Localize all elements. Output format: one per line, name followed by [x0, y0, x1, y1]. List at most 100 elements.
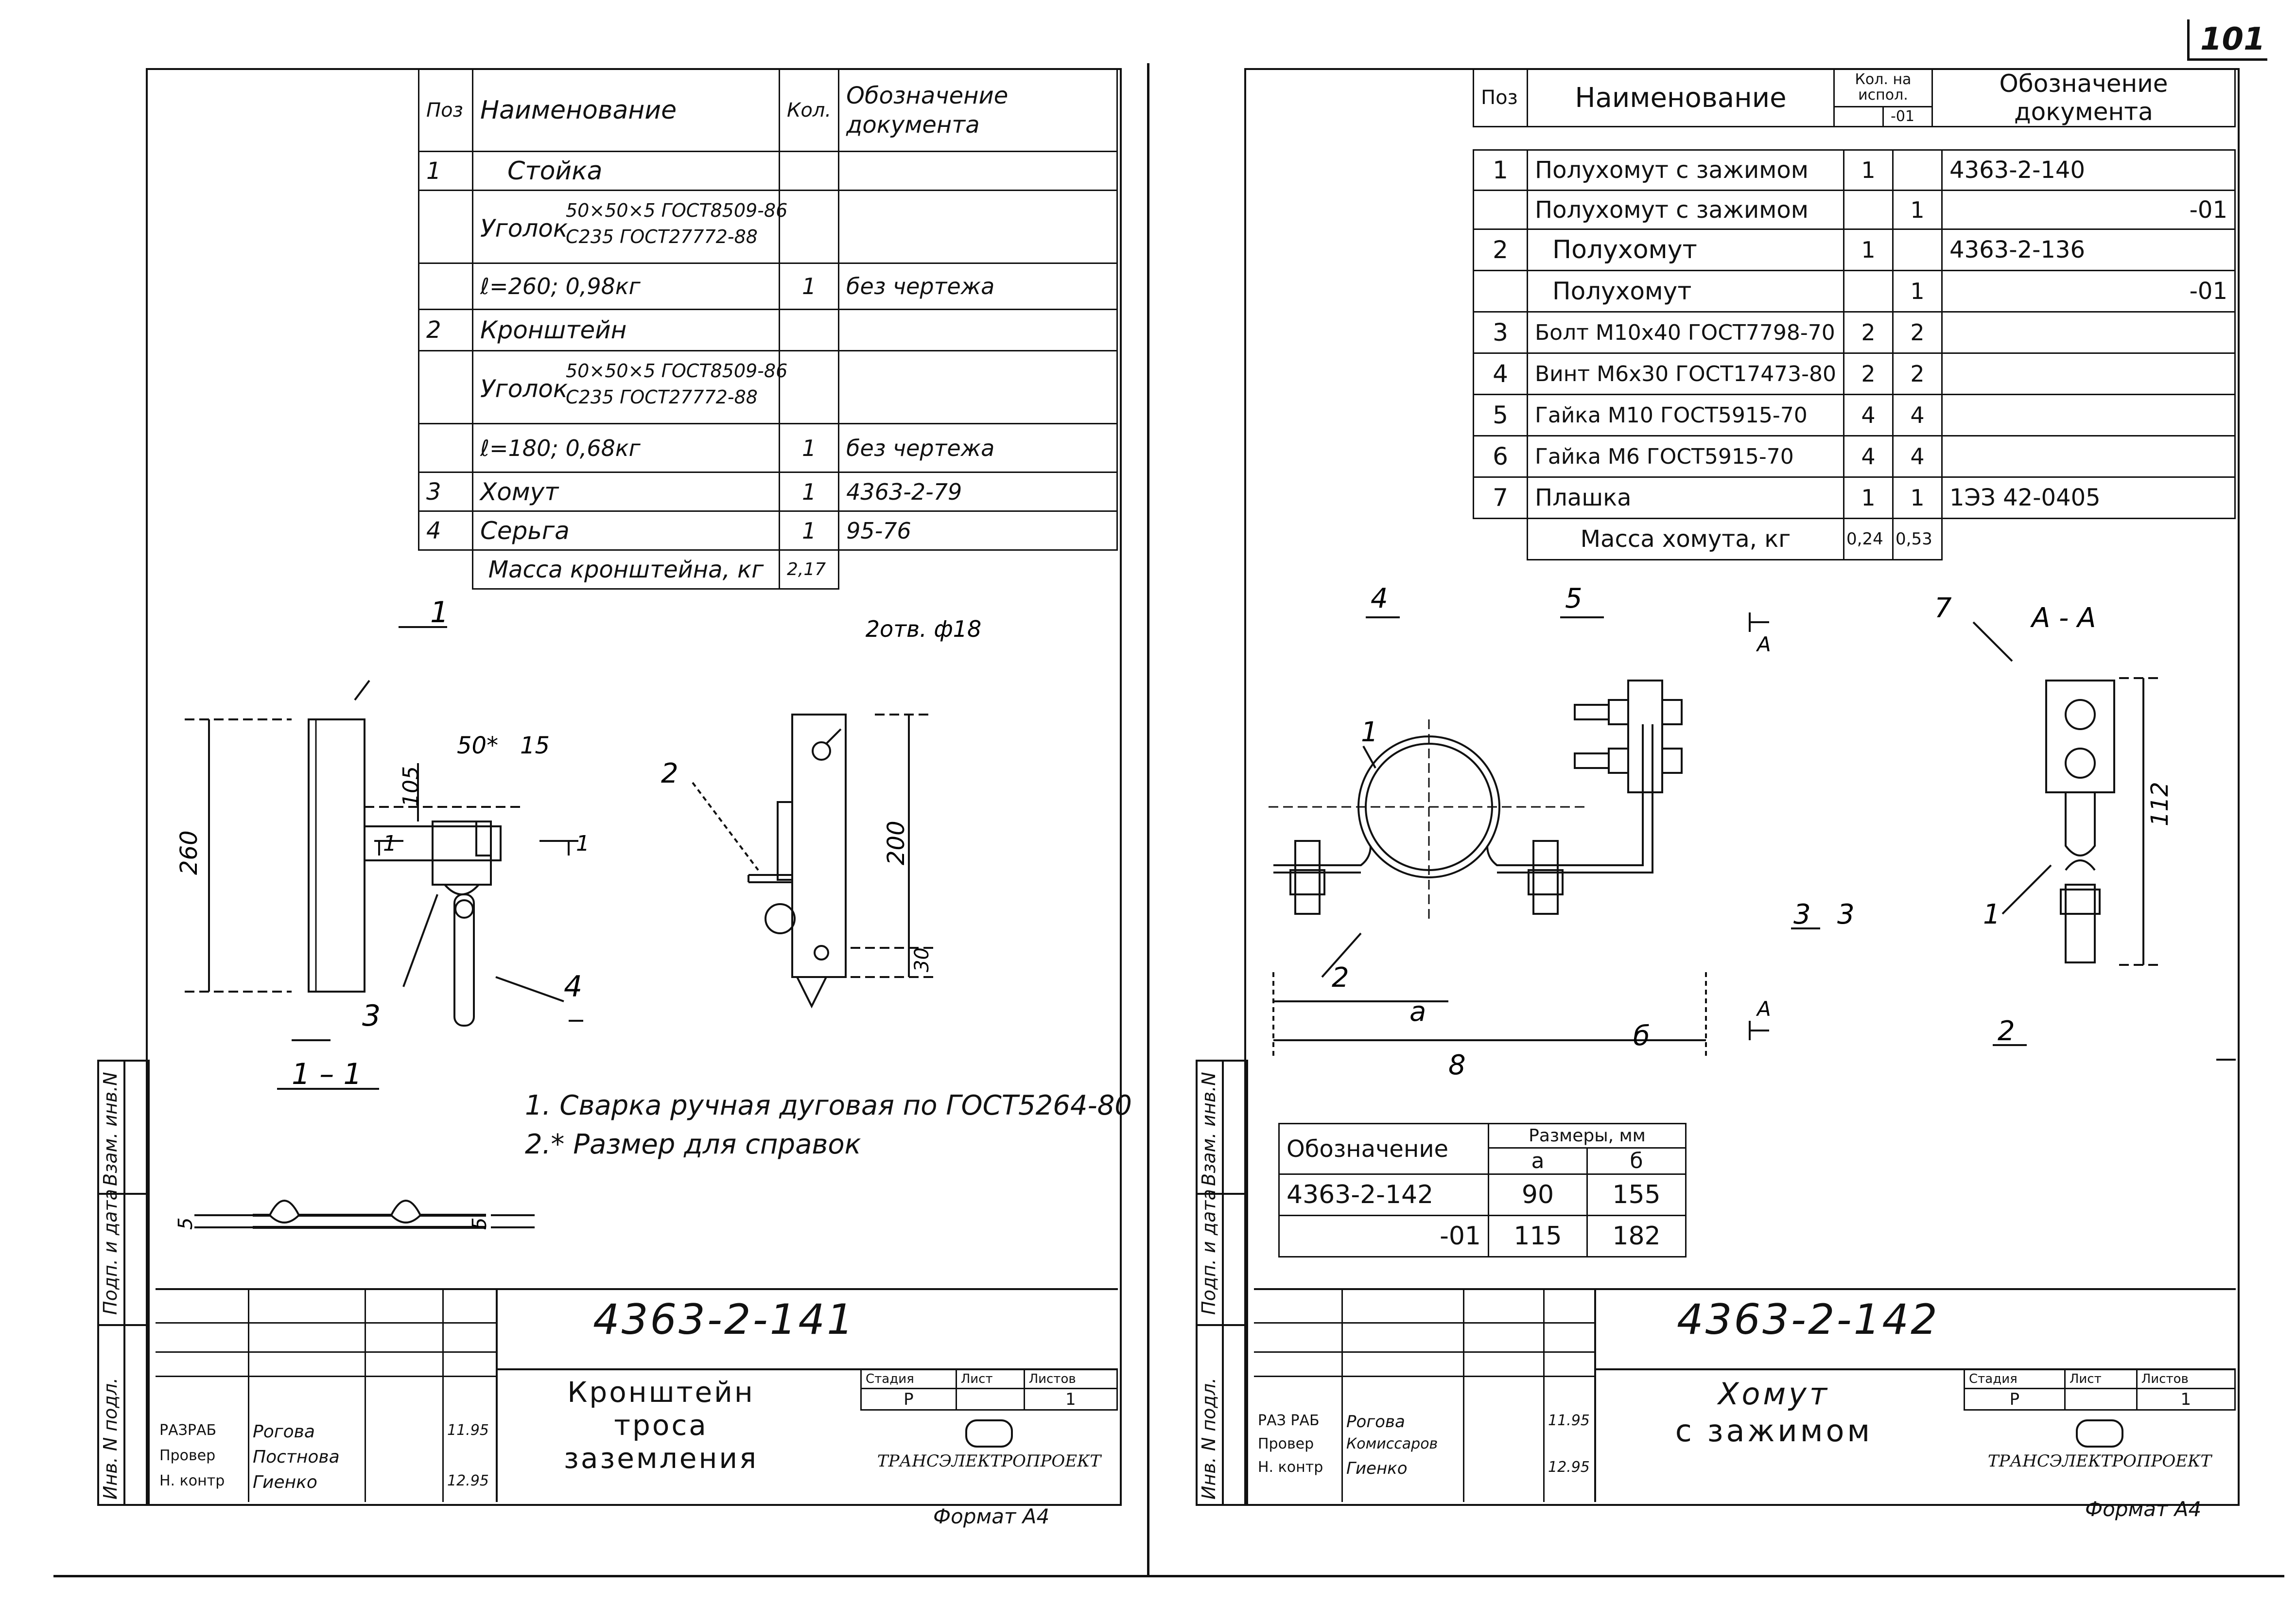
cell-q2: 1 [1892, 270, 1943, 313]
cell-name: Хомут [472, 472, 780, 512]
cell-pos [418, 350, 473, 424]
signer-name: Гиенко [253, 1472, 317, 1492]
cell-qty: 1 [778, 423, 840, 473]
size-header-doc: Обозначение [1278, 1123, 1489, 1175]
cell-name: Полухомут [1526, 270, 1845, 313]
signer-row: Провер Комиссаров [1254, 1435, 1594, 1459]
stage-value: Р [860, 1388, 957, 1411]
right-company: ТРАНСЭЛЕКТРОПРОЕКТ [1964, 1419, 2236, 1471]
dim-112: 112 [2146, 782, 2174, 826]
cell-name: Стойка [472, 151, 780, 191]
sheets-value: 1 [2136, 1388, 2236, 1411]
table-row: 4 Винт М6х30 ГОСТ17473-80 2 2 [1473, 352, 2236, 395]
signer-role: Н. контр [159, 1472, 225, 1489]
sheet-header: Лист [955, 1368, 1025, 1389]
cell-name: Уголок 50×50×5 ГОСТ8509-86 С235 ГОСТ2777… [472, 350, 787, 424]
mass-value: 2,17 [778, 549, 840, 590]
cell-name: Гайка М10 ГОСТ5915-70 [1526, 394, 1845, 437]
table-row: -01 115 182 [1278, 1215, 1687, 1258]
cell-pos: 1 [418, 151, 473, 191]
dim-8: 8 [1448, 1049, 1466, 1081]
plate [1627, 680, 1663, 793]
size-b: 155 [1586, 1173, 1687, 1216]
table-row: Уголок 50×50×5 ГОСТ8509-86 С235 ГОСТ2777… [418, 350, 1118, 424]
stage-value: Р [1964, 1388, 2066, 1411]
size-table: Обозначение Размеры, мм а б 4363-2-142 9… [1278, 1123, 1687, 1258]
side-label-inv: Инв. N подл. [100, 1377, 121, 1500]
size-header-sizes: Размеры, мм [1488, 1123, 1687, 1149]
clamp [432, 821, 492, 886]
table-row: 1 Полухомут с зажимом 1 4363-2-140 [1473, 149, 2236, 191]
spec-header-q2: -01 [1882, 105, 1933, 128]
cell-name: Уголок 50×50×5 ГОСТ8509-86 С235 ГОСТ2777… [472, 190, 787, 264]
signer-name: Постнова [253, 1447, 340, 1467]
size-doc: 4363-2-142 [1278, 1173, 1489, 1216]
left-title-line2: троса [614, 1409, 708, 1442]
right-drawing: 4 5 1 2 3 7 А - А б а 8 А А 1 2 3 112 [1269, 583, 2236, 1081]
spec-header-name: Наименование [1527, 68, 1835, 127]
cell-doc: 4363-2-79 [838, 472, 1118, 512]
right-stage-table: Стадия Лист Листов Р 1 [1964, 1368, 2236, 1411]
spec-header-name: Наименование [472, 68, 780, 152]
table-row: 4 Серьга 1 95-76 [418, 510, 1118, 551]
cell-qty [778, 151, 840, 191]
section-a-top: А [1756, 632, 1771, 656]
cell-doc [838, 190, 1118, 264]
signer-row: Провер Постнова [156, 1447, 496, 1472]
spec-header-qty: Кол. на испол. [1833, 68, 1933, 107]
sheet-value [2064, 1388, 2138, 1411]
section-a-bot: А [1756, 997, 1771, 1021]
cell-q2 [1892, 228, 1943, 271]
cell-q1: 4 [1843, 435, 1894, 478]
sheet-value [955, 1388, 1025, 1411]
right-format: Формат А4 [2085, 1497, 2202, 1521]
spec-header-doc-line1: Обозначение [846, 82, 1009, 109]
sheets-header: Листов [1023, 1368, 1118, 1389]
cell-pos [418, 423, 473, 473]
cell-q2 [1892, 149, 1943, 191]
signer-name: Комиссаров [1346, 1435, 1438, 1452]
table-row: Масса кронштейна, кг 2,17 [419, 549, 1117, 590]
side-label-inv: Инв. N подл. [1198, 1377, 1219, 1500]
side-label-sign: Подп. и дата [100, 1189, 121, 1315]
size-a: 115 [1488, 1215, 1588, 1258]
cell-q2: 2 [1892, 311, 1943, 354]
cell-qty: 1 [778, 472, 840, 512]
cell-qty [778, 190, 840, 264]
table-row: ℓ=180; 0,68кг 1 без чертежа [418, 423, 1118, 473]
cell-q2: 4 [1892, 435, 1943, 478]
left-notes: 1. Сварка ручная дуговая по ГОСТ5264-80 … [525, 1086, 1132, 1164]
right-signers: РАЗ РАБ Рогова 11.95 Провер Комиссаров Н… [1254, 1412, 1594, 1482]
spec-header-pos: Поз [1473, 68, 1528, 127]
left-doc-number: 4363-2-141 [593, 1295, 855, 1344]
cell-doc: -01 [1941, 270, 2236, 313]
left-title: Кронштейн троса заземления [535, 1376, 787, 1475]
dim-15: 15 [520, 732, 550, 759]
cell-qty: 1 [778, 262, 840, 310]
left-signers: РАЗРАБ Рогова 11.95 Провер Постнова Н. к… [156, 1422, 496, 1498]
cell-pos: 2 [418, 309, 473, 351]
table-row: 2 Полухомут 1 4363-2-136 [1473, 228, 2236, 271]
spec-header-q1 [1833, 105, 1884, 128]
table-row: Полухомут 1 -01 [1473, 270, 2236, 313]
cell-pos: 3 [1473, 311, 1528, 354]
cell-name: ℓ=260; 0,98кг [472, 262, 780, 310]
size-header-a: а [1488, 1147, 1588, 1175]
mass-q2: 0,53 [1892, 518, 1943, 560]
signer-role: РАЗ РАБ [1258, 1412, 1320, 1429]
cell-pos [1473, 270, 1528, 313]
cell-name: Плашка [1526, 476, 1845, 519]
table-row: 6 Гайка М6 ГОСТ5915-70 4 4 [1473, 435, 2236, 478]
callout-2: 2 [661, 758, 678, 789]
signer-name: Рогова [253, 1422, 315, 1442]
table-row: 3 Хомут 1 4363-2-79 [418, 472, 1118, 512]
cell-q2: 1 [1892, 476, 1943, 519]
sheet-header: Лист [2064, 1368, 2138, 1389]
signer-row: Н. контр Гиенко 12.95 [1254, 1459, 1594, 1482]
mass-label: Масса кронштейна, кг [472, 549, 780, 590]
bolt-right [1532, 840, 1559, 915]
section-label: 1 – 1 [292, 1057, 362, 1091]
page-number: 101 [2200, 21, 2265, 57]
table-row: ℓ=260; 0,98кг 1 без чертежа [418, 262, 1118, 310]
signer-name: Гиенко [1346, 1459, 1408, 1478]
